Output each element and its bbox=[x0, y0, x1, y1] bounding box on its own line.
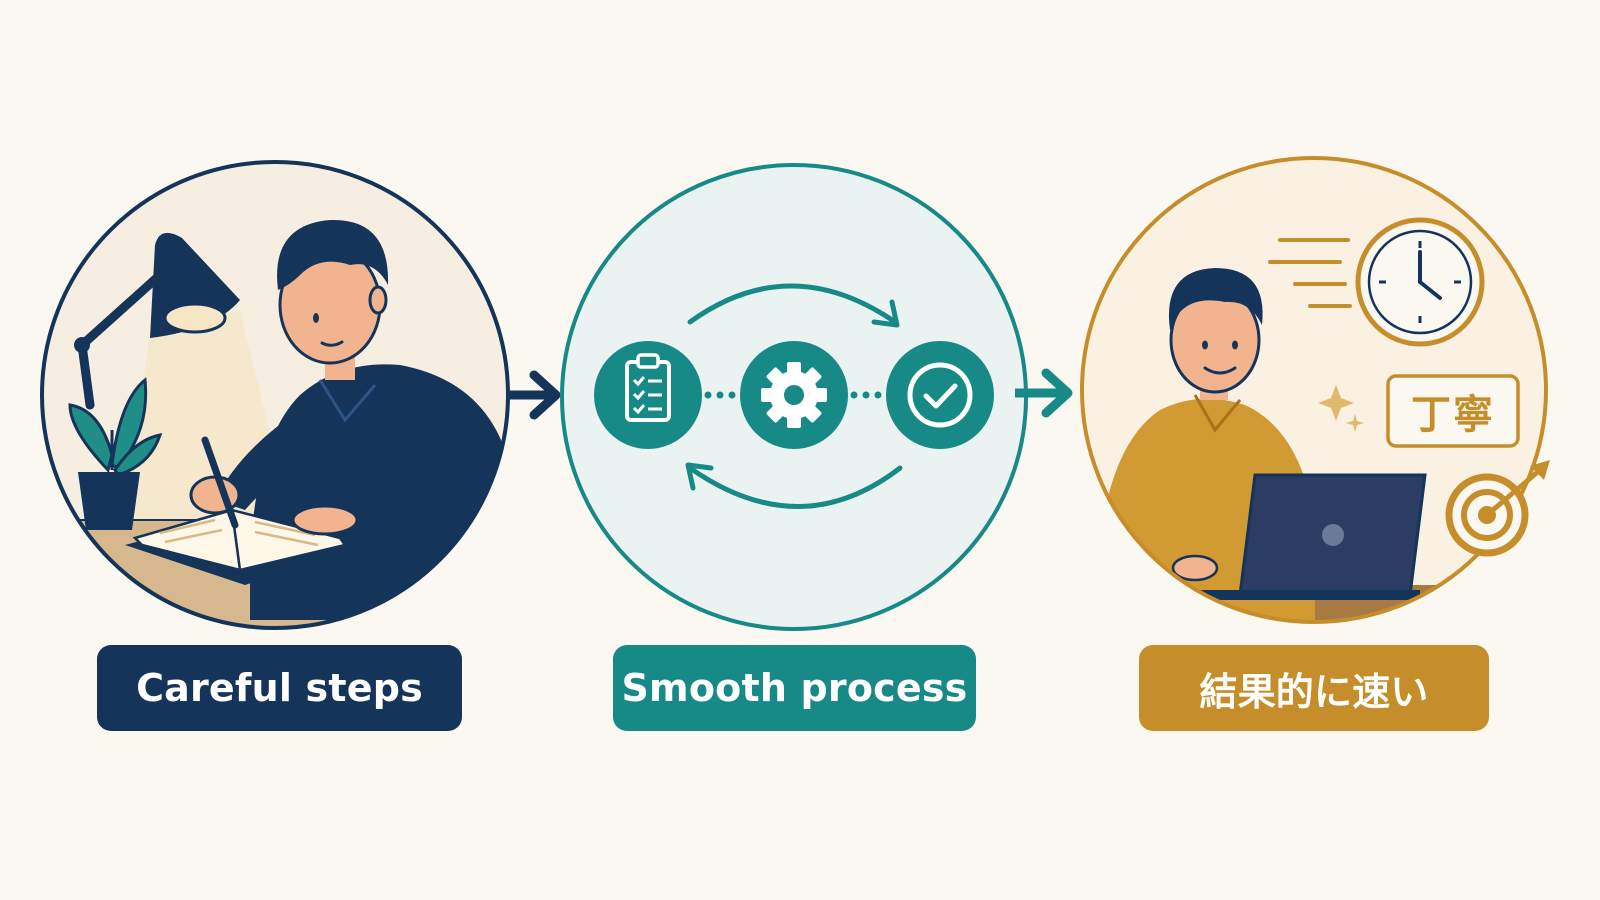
person-head bbox=[277, 219, 389, 365]
step-label-smooth-process: Smooth process bbox=[613, 645, 976, 731]
resting-hand bbox=[291, 504, 359, 536]
open-notebook-icon bbox=[125, 508, 355, 585]
dotted-connectors bbox=[704, 391, 882, 399]
badge-box bbox=[1386, 374, 1520, 448]
person-head bbox=[1168, 268, 1263, 394]
panel-smooth-process bbox=[560, 163, 1028, 631]
step-label-fast-result: 結果的に速い bbox=[1139, 645, 1489, 731]
speed-lines-icon bbox=[1268, 238, 1352, 308]
clock-icon bbox=[1355, 217, 1485, 347]
sparkle-icon bbox=[1318, 385, 1364, 432]
laptop-icon bbox=[1180, 473, 1427, 600]
checkmark-circle-icon bbox=[886, 341, 994, 449]
cycle-arrow-icon bbox=[685, 283, 903, 509]
desk-lamp-icon bbox=[74, 232, 240, 410]
arrow-right-icon bbox=[1015, 368, 1073, 418]
arrow-right-icon bbox=[508, 370, 561, 420]
gear-icon bbox=[740, 341, 848, 449]
panel-careful-steps bbox=[40, 160, 510, 630]
panel-fast-result bbox=[1080, 156, 1550, 624]
pen-icon bbox=[201, 436, 239, 529]
potted-plant-icon bbox=[68, 377, 163, 530]
clipboard-checklist-icon bbox=[594, 341, 702, 449]
step-label-careful-steps: Careful steps bbox=[97, 645, 462, 731]
target-icon bbox=[1445, 460, 1550, 557]
badge-text: 丁寧 bbox=[1411, 392, 1495, 438]
panel-3-circle-border bbox=[1080, 156, 1548, 624]
